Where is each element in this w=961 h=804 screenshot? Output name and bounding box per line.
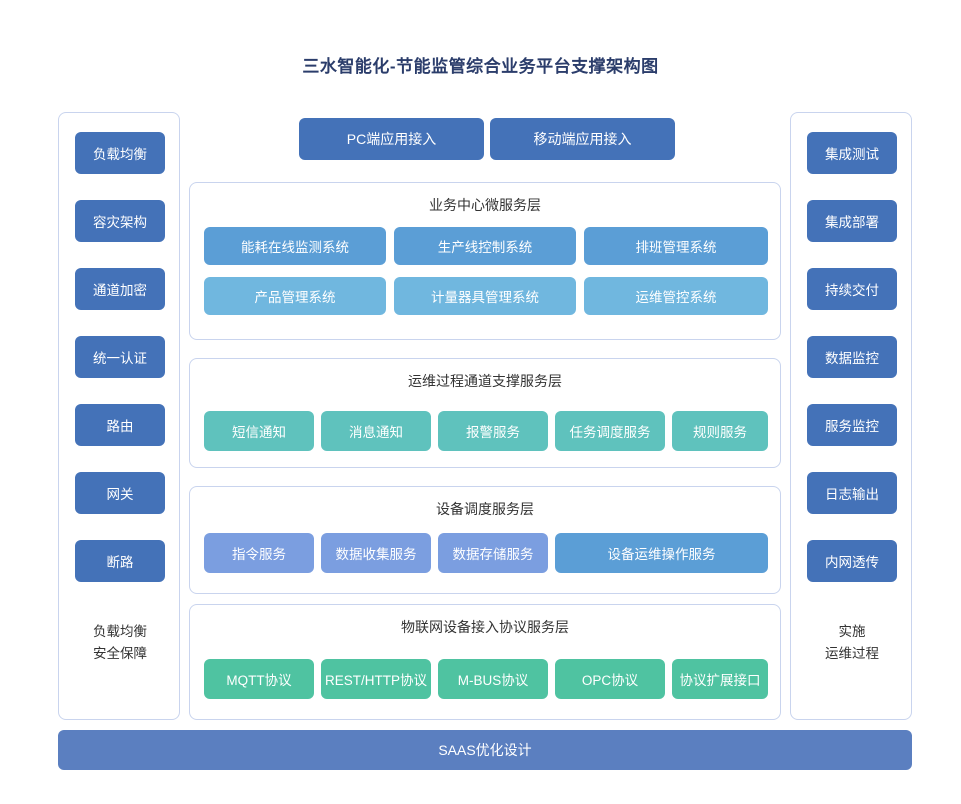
- left-footer-line1: 负载均衡: [93, 624, 147, 639]
- left-item-2[interactable]: 通道加密: [75, 268, 165, 310]
- left-item-6[interactable]: 断路: [75, 540, 165, 582]
- layer-business-title: 业务中心微服务层: [429, 197, 541, 213]
- left-item-4[interactable]: 路由: [75, 404, 165, 446]
- layer-device-title: 设备调度服务层: [436, 501, 534, 517]
- ops-cell-2[interactable]: 报警服务: [438, 411, 548, 451]
- device-cell-1[interactable]: 数据收集服务: [321, 533, 431, 573]
- pc-access-button[interactable]: PC端应用接入: [299, 118, 484, 160]
- right-item-0[interactable]: 集成测试: [807, 132, 897, 174]
- business-cell-0-2[interactable]: 排班管理系统: [584, 227, 768, 265]
- device-cell-3[interactable]: 设备运维操作服务: [555, 533, 768, 573]
- saas-footer-bar: SAAS优化设计: [58, 730, 912, 770]
- iot-cell-2[interactable]: M-BUS协议: [438, 659, 548, 699]
- iot-cell-3[interactable]: OPC协议: [555, 659, 665, 699]
- left-item-3[interactable]: 统一认证: [75, 336, 165, 378]
- right-item-5[interactable]: 日志输出: [807, 472, 897, 514]
- left-support-column: 负载均衡 容灾架构 通道加密 统一认证 路由 网关 断路 负载均衡 安全保障: [58, 112, 180, 720]
- ops-cell-1[interactable]: 消息通知: [321, 411, 431, 451]
- right-footer-line2: 运维过程: [825, 646, 879, 661]
- right-item-1[interactable]: 集成部署: [807, 200, 897, 242]
- layer-device-scheduling: 设备调度服务层 指令服务 数据收集服务 数据存储服务 设备运维操作服务: [189, 486, 781, 594]
- left-item-0[interactable]: 负载均衡: [75, 132, 165, 174]
- right-item-3[interactable]: 数据监控: [807, 336, 897, 378]
- right-support-column: 集成测试 集成部署 持续交付 数据监控 服务监控 日志输出 内网透传 实施 运维…: [790, 112, 912, 720]
- iot-cell-4[interactable]: 协议扩展接口: [672, 659, 768, 699]
- business-cell-1-1[interactable]: 计量器具管理系统: [394, 277, 576, 315]
- ops-cell-4[interactable]: 规则服务: [672, 411, 768, 451]
- ops-cell-0[interactable]: 短信通知: [204, 411, 314, 451]
- right-item-6[interactable]: 内网透传: [807, 540, 897, 582]
- mobile-access-button[interactable]: 移动端应用接入: [490, 118, 675, 160]
- right-item-2[interactable]: 持续交付: [807, 268, 897, 310]
- device-cell-2[interactable]: 数据存储服务: [438, 533, 548, 573]
- left-footer-line2: 安全保障: [93, 646, 147, 661]
- layer-iot-protocol-access: 物联网设备接入协议服务层 MQTT协议 REST/HTTP协议 M-BUS协议 …: [189, 604, 781, 720]
- business-cell-1-2[interactable]: 运维管控系统: [584, 277, 768, 315]
- right-item-4[interactable]: 服务监控: [807, 404, 897, 446]
- device-cell-0[interactable]: 指令服务: [204, 533, 314, 573]
- left-item-1[interactable]: 容灾架构: [75, 200, 165, 242]
- layer-ops-title: 运维过程通道支撑服务层: [408, 373, 562, 389]
- page-title: 三水智能化-节能监管综合业务平台支撑架构图: [302, 57, 659, 76]
- layer-iot-title: 物联网设备接入协议服务层: [401, 619, 569, 635]
- iot-cell-0[interactable]: MQTT协议: [204, 659, 314, 699]
- layer-business-microservices: 业务中心微服务层 能耗在线监测系统 生产线控制系统 排班管理系统 产品管理系统 …: [189, 182, 781, 340]
- layer-ops-channel-support: 运维过程通道支撑服务层 短信通知 消息通知 报警服务 任务调度服务 规则服务: [189, 358, 781, 468]
- right-footer-line1: 实施: [838, 624, 866, 639]
- business-cell-0-1[interactable]: 生产线控制系统: [394, 227, 576, 265]
- left-item-5[interactable]: 网关: [75, 472, 165, 514]
- business-cell-1-0[interactable]: 产品管理系统: [204, 277, 386, 315]
- business-cell-0-0[interactable]: 能耗在线监测系统: [204, 227, 386, 265]
- ops-cell-3[interactable]: 任务调度服务: [555, 411, 665, 451]
- iot-cell-1[interactable]: REST/HTTP协议: [321, 659, 431, 699]
